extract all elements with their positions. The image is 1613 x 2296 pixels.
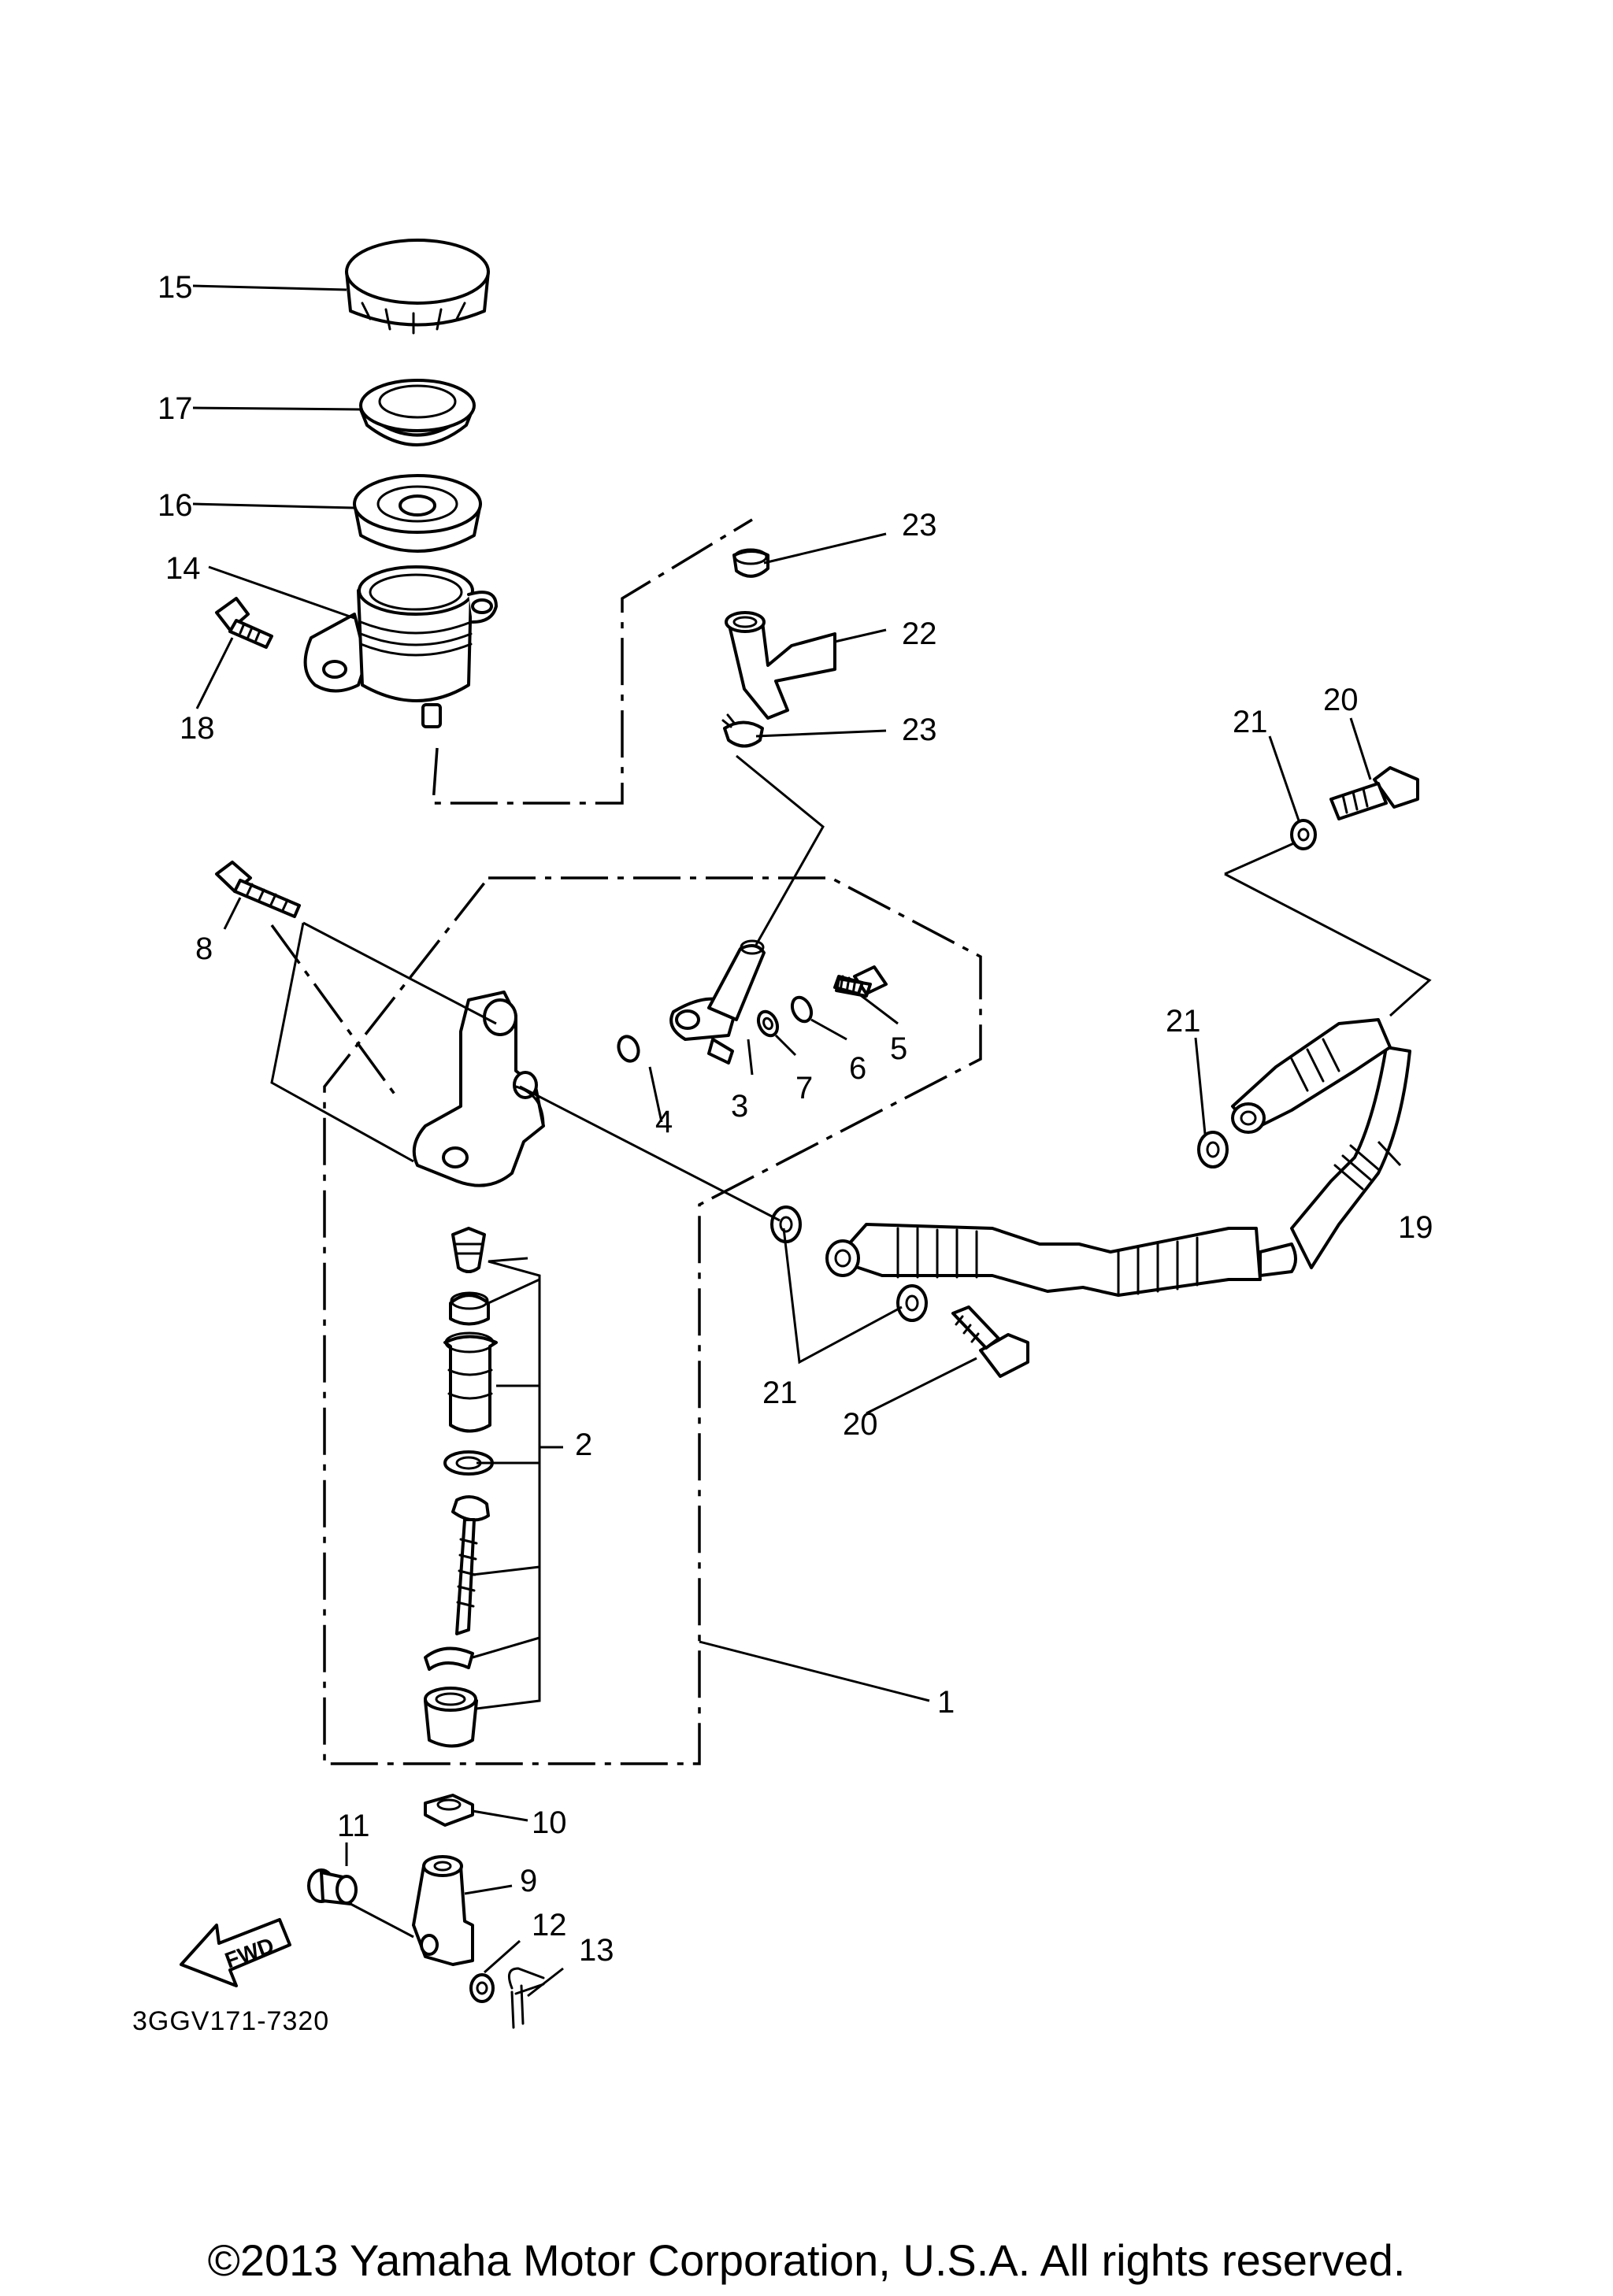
callout-21b: 21 bbox=[1166, 1004, 1201, 1039]
callout-9: 9 bbox=[520, 1864, 537, 1898]
connection-lines bbox=[270, 754, 1432, 1365]
callout-18: 18 bbox=[180, 711, 215, 746]
callout-21a: 21 bbox=[1233, 705, 1268, 739]
callout-2: 2 bbox=[575, 1428, 592, 1462]
diagram-code: 3GGV171-7320 bbox=[132, 2006, 329, 2036]
callout-14: 14 bbox=[165, 551, 201, 586]
reservoir-diaphragm bbox=[353, 474, 482, 553]
washer-21-right bbox=[896, 1284, 928, 1322]
callout-15: 15 bbox=[158, 270, 193, 305]
o-ring bbox=[617, 1035, 640, 1063]
callout-23a: 23 bbox=[902, 508, 937, 543]
reservoir-plate bbox=[359, 379, 476, 446]
callout-12: 12 bbox=[532, 1908, 567, 1942]
washer-21-middle bbox=[1197, 1131, 1229, 1168]
callout-5: 5 bbox=[890, 1031, 907, 1066]
callout-22: 22 bbox=[902, 617, 937, 651]
reservoir-hose bbox=[725, 611, 836, 720]
callout-7: 7 bbox=[795, 1071, 813, 1105]
callout-6: 6 bbox=[849, 1051, 866, 1086]
reservoir-screw bbox=[215, 597, 273, 649]
union-bolt-upper bbox=[1329, 766, 1419, 820]
callout-20a: 20 bbox=[1323, 683, 1359, 717]
callout-20b: 20 bbox=[843, 1407, 878, 1442]
clevis bbox=[412, 1855, 474, 1966]
callout-leaders bbox=[192, 284, 1402, 1998]
hose-joint bbox=[669, 939, 766, 1065]
callout-23b: 23 bbox=[902, 713, 937, 747]
lock-nut bbox=[424, 1794, 474, 1827]
brake-hose bbox=[825, 1018, 1411, 1297]
washer-21-left bbox=[770, 1205, 802, 1243]
callout-10: 10 bbox=[532, 1805, 567, 1840]
reservoir-cap bbox=[345, 239, 490, 335]
callout-11: 11 bbox=[337, 1809, 370, 1843]
hose-clamp-upper bbox=[732, 548, 769, 578]
mounting-bolt bbox=[215, 861, 301, 918]
callout-21c: 21 bbox=[762, 1376, 798, 1410]
callout-3: 3 bbox=[731, 1089, 748, 1124]
forward-arrow-icon: FWD bbox=[180, 1918, 291, 1987]
copyright-notice: ©2013 Yamaha Motor Corporation, U.S.A. A… bbox=[207, 2235, 1406, 2285]
cotter-pin bbox=[507, 1967, 545, 2029]
washer-21-upper bbox=[1290, 819, 1317, 850]
assembly-outline bbox=[270, 518, 982, 1765]
callout-8: 8 bbox=[195, 931, 213, 966]
washer-7 bbox=[756, 1009, 780, 1038]
callout-16: 16 bbox=[158, 488, 193, 523]
hose-clamp-lower bbox=[721, 713, 764, 748]
master-cylinder-kit bbox=[424, 1227, 498, 1748]
callout-13: 13 bbox=[579, 1933, 614, 1968]
callout-17: 17 bbox=[158, 391, 193, 426]
callout-4: 4 bbox=[655, 1105, 673, 1139]
callout-1: 1 bbox=[937, 1685, 955, 1720]
master-cylinder-body bbox=[412, 991, 545, 1187]
joint-bolt bbox=[833, 965, 888, 998]
reservoir-tank bbox=[303, 565, 498, 728]
clevis-pin bbox=[307, 1868, 358, 1905]
callout-19: 19 bbox=[1398, 1210, 1433, 1245]
pin-washer bbox=[469, 1973, 495, 2003]
union-bolt-lower bbox=[951, 1305, 1029, 1378]
callout-numbers: 15 17 16 14 18 8 23 22 23 21 20 21 19 4 … bbox=[158, 270, 1433, 1968]
washer-6 bbox=[790, 995, 814, 1024]
